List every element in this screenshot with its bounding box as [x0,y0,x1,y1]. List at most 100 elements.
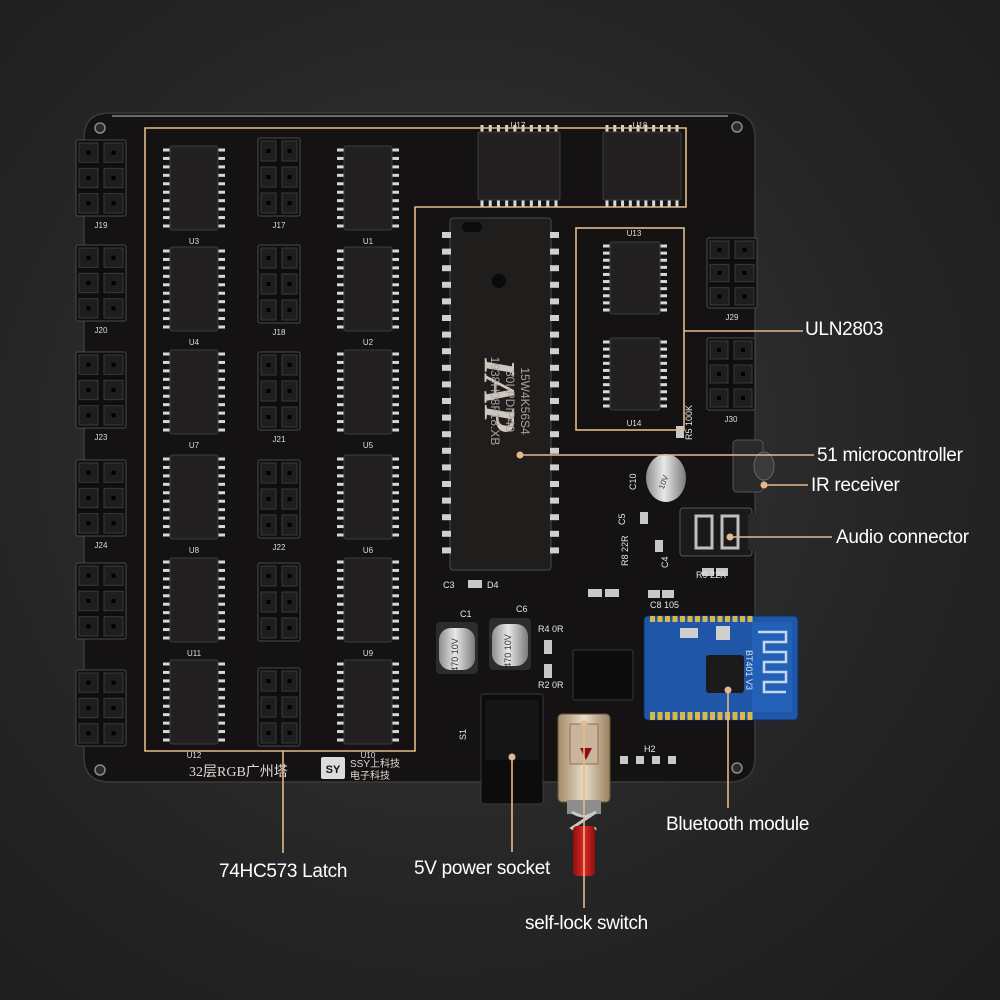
label-r4: R4 0R [538,624,564,634]
latch-ic-left-1-ref: U3 [189,237,200,246]
left-header-2: J20 [75,244,127,335]
left-header-6 [75,669,127,747]
label-c10: C10 [628,473,638,490]
latch-ic-left-2-ref: U4 [189,338,200,347]
callout-self-lock-switch: self-lock switch [525,913,648,934]
left-header-2-ref: J20 [95,326,108,335]
label-h2: H2 [644,744,656,754]
label-r2: R2 0R [538,680,564,690]
label-c3: C3 [443,580,455,590]
top-ic-1 [477,125,561,207]
mounting-holes [94,121,743,776]
svg-text:470 10V: 470 10V [503,634,513,668]
left-header-3-ref: J23 [95,433,108,442]
mcu-line3-text: 1938H08F18.XB [488,357,502,446]
callout-frames [144,127,832,908]
label-c5: C5 [617,513,627,525]
brand-line2: 电子科技 [350,769,390,782]
right-header-2: J30 [706,337,756,424]
latch-ic-left-6-ref: U12 [187,751,202,760]
latch-ic-mid-6: U10 [337,659,399,760]
label-r5: R5 100K [684,405,694,440]
mcu-marking: IAP 15W4K56S4 30I-PDIP40 1938H08F18.XB [475,357,532,446]
latch-ic-left-6: U12 [163,659,225,760]
mid-header-3-ref: J21 [273,435,286,444]
ir-leader-dot [760,481,768,489]
label-c1: C1 [460,609,472,619]
capacitor-c6: 470 10V [489,618,531,670]
pcb-board [83,112,756,783]
callout-latch: 74HC573 Latch [219,861,348,882]
mid-header-5 [257,562,301,642]
brand-line1: SSY上科技 [350,757,400,770]
latch-ic-left-3: U7 [163,349,225,450]
uln-frame [575,227,685,431]
mid-header-1: J17 [257,137,301,230]
mid-header-2: J18 [257,244,301,337]
callout-uln2803: ULN2803 [805,319,884,340]
latch-ic-left-5-ref: U11 [187,649,202,658]
top-ic-ref-1: U17 [511,121,526,130]
latch-ic-mid-4-ref: U6 [363,546,374,555]
uln-ic-ref-2: U14 [627,419,642,428]
part-labels: C1 C6 C3 D4 R4 0R R2 0R S1 H2 C10 R5 100… [443,405,727,754]
label-c8: C8 105 [650,600,679,610]
label-s1: S1 [458,729,468,740]
mid-header-4: J22 [257,459,301,552]
label-c6: C6 [516,604,528,614]
power-leader-dot [508,753,516,761]
bluetooth-module: BT401 V3 [643,615,799,721]
latch-ic-left-3-ref: U7 [189,441,200,450]
bt-module-text: BT401 V3 [744,650,754,690]
power-socket-2 [572,649,634,701]
top-ic-2 [602,125,682,207]
callout-power-socket: 5V power socket [414,858,550,879]
left-header-4: J24 [75,459,127,550]
right-header-1-ref: J29 [726,313,739,322]
latch-ic-mid-4: U6 [337,454,399,555]
mid-header-1-ref: J17 [273,221,286,230]
latch-ic-mid-2-ref: U2 [363,338,374,347]
top-ic-ref-2: U18 [633,121,648,130]
left-header-4-ref: J24 [95,541,108,550]
latch-ic-mid-5: U9 [337,557,399,658]
latch-ic-left-4-ref: U8 [189,546,200,555]
audio-leader-dot [726,533,734,541]
switch-leader-dot [580,720,588,728]
latch-ic-left-2: U4 [163,246,225,347]
latch-ic-left-5: U11 [163,557,225,658]
mid-header-2-ref: J18 [273,328,286,337]
left-header-3: J23 [75,351,127,442]
audio-jack [679,507,758,557]
mcu-line2-text: 30I-PDIP40 [503,370,517,432]
capacitor-c1: 470 10V [436,622,478,674]
callout-ir-receiver: IR receiver [811,475,900,496]
left-header-5 [75,562,127,640]
mcu-brand-text: IAP [475,357,524,432]
left-header-1-ref: J19 [95,221,108,230]
top-ics: U17 U18 [477,121,682,207]
label-r9: R9 22R [696,570,727,580]
latch-ic-left-4: U8 [163,454,225,555]
mid-header-3: J21 [257,351,301,444]
latch-ic-mid-5-ref: U9 [363,649,374,658]
latch-ic-mid-3: U5 [337,349,399,450]
mid-header-4-ref: J22 [273,543,286,552]
latch-ic-mid-6-ref: U10 [361,751,376,760]
mcu-leader-dot [516,451,524,459]
label-r8: R8 22R [620,535,630,566]
uln-ic-1 [603,241,667,315]
mid-header-6 [257,667,301,747]
latch-ic-mid-3-ref: U5 [363,441,374,450]
ir-receiver [732,439,775,493]
board-silkscreen-title: 32层RGB广州塔 [189,764,288,780]
uln-ic-2 [603,337,667,411]
